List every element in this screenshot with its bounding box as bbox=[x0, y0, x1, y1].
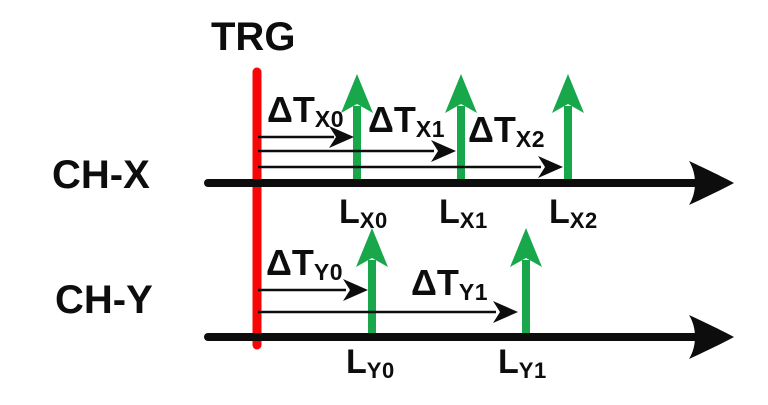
ch-y-event-arrows bbox=[356, 228, 542, 337]
delay-label-x2-sub: X2 bbox=[515, 126, 546, 153]
delay-label-x2: ΔTX2 bbox=[468, 112, 545, 151]
event-label-x1-sub: X1 bbox=[459, 207, 488, 233]
ch-x-delay-arrows bbox=[258, 126, 563, 178]
delay-label-x1-sub: X1 bbox=[415, 116, 446, 143]
delay-label-y1-base: ΔT bbox=[411, 262, 459, 303]
delay-label-y1: ΔTY1 bbox=[411, 265, 488, 304]
event-arrow-y1-head-icon bbox=[510, 228, 542, 267]
delay-label-x0-sub: X0 bbox=[314, 106, 345, 133]
event-label-y0-sub: Y0 bbox=[366, 357, 395, 383]
channel-y-label: CH-Y bbox=[55, 278, 153, 322]
event-label-x2: LX2 bbox=[549, 195, 598, 232]
delay-label-x0-base: ΔT bbox=[267, 89, 315, 130]
event-label-x0-base: L bbox=[339, 193, 360, 231]
event-label-y1-sub: Y1 bbox=[518, 357, 547, 383]
event-arrow-x1-head-icon bbox=[445, 74, 477, 113]
event-label-y1: LY1 bbox=[498, 345, 547, 382]
event-arrow-y0-head-icon bbox=[356, 228, 388, 267]
event-arrow-x0-head-icon bbox=[341, 74, 373, 113]
delay-label-x0: ΔTX0 bbox=[267, 92, 344, 131]
event-label-x1-base: L bbox=[439, 193, 460, 231]
delay-arrow-y1-head-icon bbox=[493, 301, 518, 323]
delay-label-x1: ΔTX1 bbox=[368, 102, 445, 141]
event-arrow-x2-head-icon bbox=[552, 74, 584, 113]
event-label-y0: LY0 bbox=[346, 345, 395, 382]
ch-x-axis bbox=[204, 161, 734, 205]
ch-x-axis-arrowhead-icon bbox=[689, 161, 734, 205]
ch-y-delay-arrows bbox=[258, 279, 518, 323]
ch-y-axis bbox=[204, 315, 734, 359]
delay-arrow-x2-head-icon bbox=[538, 156, 563, 178]
delay-arrow-x1-head-icon bbox=[431, 140, 456, 162]
event-label-x0: LX0 bbox=[339, 195, 388, 232]
delay-arrow-y0-head-icon bbox=[343, 279, 368, 301]
delay-label-y0: ΔTY0 bbox=[266, 245, 343, 284]
delay-label-y0-sub: Y0 bbox=[313, 259, 344, 286]
ch-x-event-arrows bbox=[341, 74, 584, 183]
event-label-x0-sub: X0 bbox=[359, 207, 388, 233]
event-label-x1: LX1 bbox=[439, 195, 488, 232]
delay-label-x2-base: ΔT bbox=[468, 109, 516, 150]
event-label-x2-base: L bbox=[549, 193, 570, 231]
event-label-y0-base: L bbox=[346, 343, 367, 381]
channel-x-label: CH-X bbox=[52, 153, 150, 197]
delay-label-y1-sub: Y1 bbox=[458, 279, 489, 306]
delay-label-y0-base: ΔT bbox=[266, 242, 314, 283]
trigger-label: TRG bbox=[211, 15, 296, 59]
event-label-x2-sub: X2 bbox=[569, 207, 598, 233]
event-label-y1-base: L bbox=[498, 343, 519, 381]
delay-arrow-x0-head-icon bbox=[329, 126, 354, 148]
delay-label-x1-base: ΔT bbox=[368, 99, 416, 140]
ch-y-axis-arrowhead-icon bbox=[689, 315, 734, 359]
